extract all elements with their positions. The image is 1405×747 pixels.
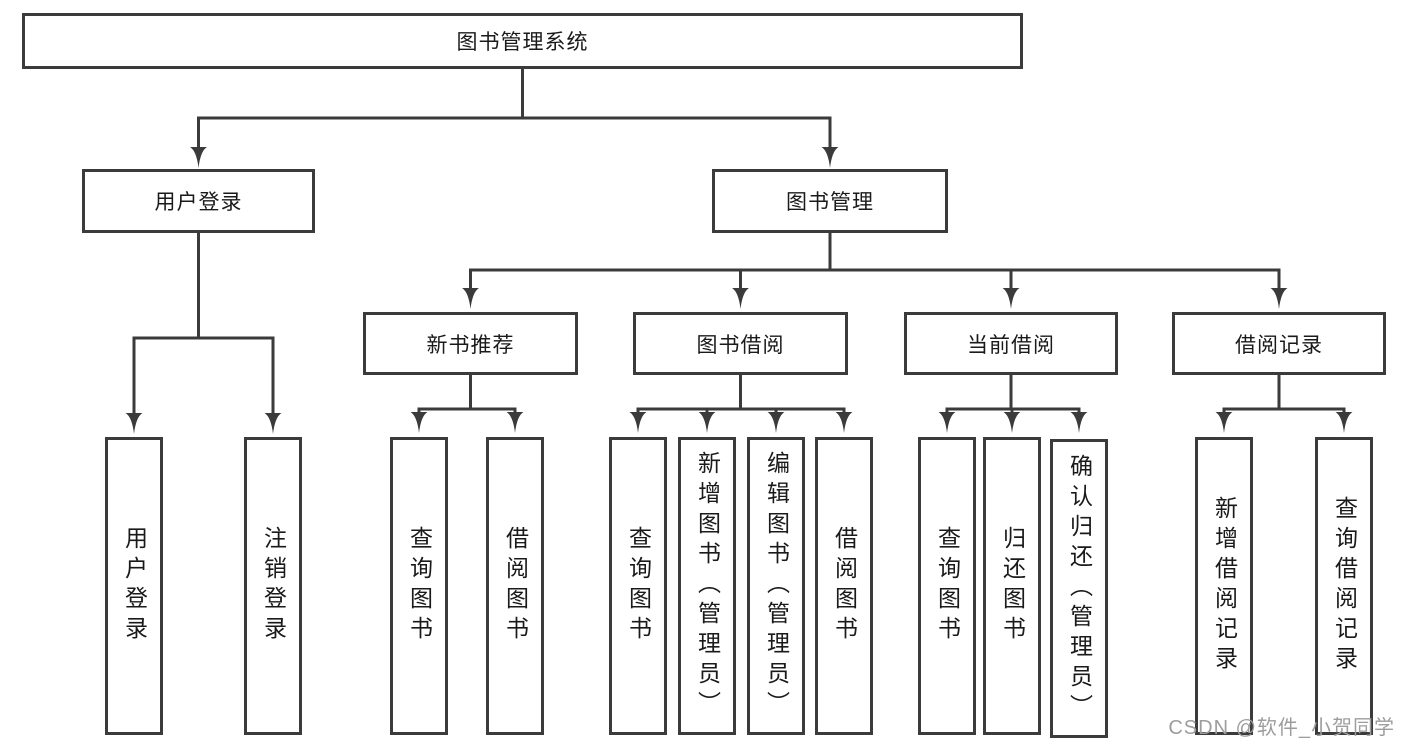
- node-new-book-recommend-label: 新书推荐: [426, 333, 515, 357]
- leaf-query-books-recommend: 查询图书: [390, 437, 448, 735]
- node-user-login-label: 用户登录: [154, 191, 243, 214]
- node-borrowing-records: 借阅记录: [1172, 312, 1386, 375]
- node-book-management-label: 图书管理: [786, 191, 874, 214]
- leaf-edit-books-admin: 编辑图书（管理员）: [747, 437, 805, 735]
- csdn-watermark: CSDN @软件_小贺同学: [1168, 717, 1395, 739]
- node-new-book-recommend: 新书推荐: [363, 312, 578, 375]
- leaf-user-login: 用户登录: [105, 437, 163, 735]
- leaf-edit-books-admin-label: 编辑图书（管理员）: [763, 451, 790, 721]
- leaf-return-books-label: 归还图书: [999, 526, 1026, 646]
- leaf-borrow-books-recommend: 借阅图书: [486, 437, 544, 735]
- node-book-borrowing: 图书借阅: [633, 312, 848, 375]
- node-borrowing-records-label: 借阅记录: [1235, 333, 1323, 357]
- leaf-query-books-current: 查询图书: [918, 437, 976, 735]
- node-book-borrowing-label: 图书借阅: [696, 333, 785, 357]
- leaf-add-books-admin-label: 新增图书（管理员）: [694, 451, 721, 721]
- leaf-logout-label: 注销登录: [260, 526, 287, 646]
- leaf-borrow-books-label: 借阅图书: [831, 526, 858, 646]
- leaf-confirm-return-admin-label: 确认归还（管理员）: [1066, 453, 1093, 724]
- leaf-query-books-borrowing-label: 查询图书: [625, 526, 652, 646]
- node-library-system: 图书管理系统: [22, 13, 1023, 69]
- node-current-borrowing: 当前借阅: [904, 312, 1118, 375]
- leaf-add-borrow-record: 新增借阅记录: [1195, 437, 1253, 735]
- node-book-management: 图书管理: [712, 169, 948, 233]
- leaf-add-books-admin: 新增图书（管理员）: [678, 437, 736, 735]
- leaf-borrow-books: 借阅图书: [815, 437, 873, 735]
- leaf-confirm-return-admin: 确认归还（管理员）: [1050, 439, 1108, 738]
- leaf-query-borrow-record: 查询借阅记录: [1315, 437, 1373, 735]
- leaf-add-borrow-record-label: 新增借阅记录: [1211, 496, 1238, 676]
- leaf-logout: 注销登录: [244, 437, 302, 735]
- leaf-query-books-borrowing: 查询图书: [609, 437, 667, 735]
- leaf-query-books-recommend-label: 查询图书: [406, 526, 433, 646]
- node-user-login: 用户登录: [82, 169, 315, 233]
- leaf-query-borrow-record-label: 查询借阅记录: [1331, 496, 1358, 676]
- leaf-borrow-books-recommend-label: 借阅图书: [502, 526, 529, 646]
- leaf-user-login-label: 用户登录: [121, 526, 148, 646]
- leaf-return-books: 归还图书: [983, 437, 1041, 735]
- node-current-borrowing-label: 当前借阅: [967, 333, 1055, 357]
- leaf-query-books-current-label: 查询图书: [934, 526, 961, 646]
- node-library-system-label: 图书管理系统: [456, 31, 589, 54]
